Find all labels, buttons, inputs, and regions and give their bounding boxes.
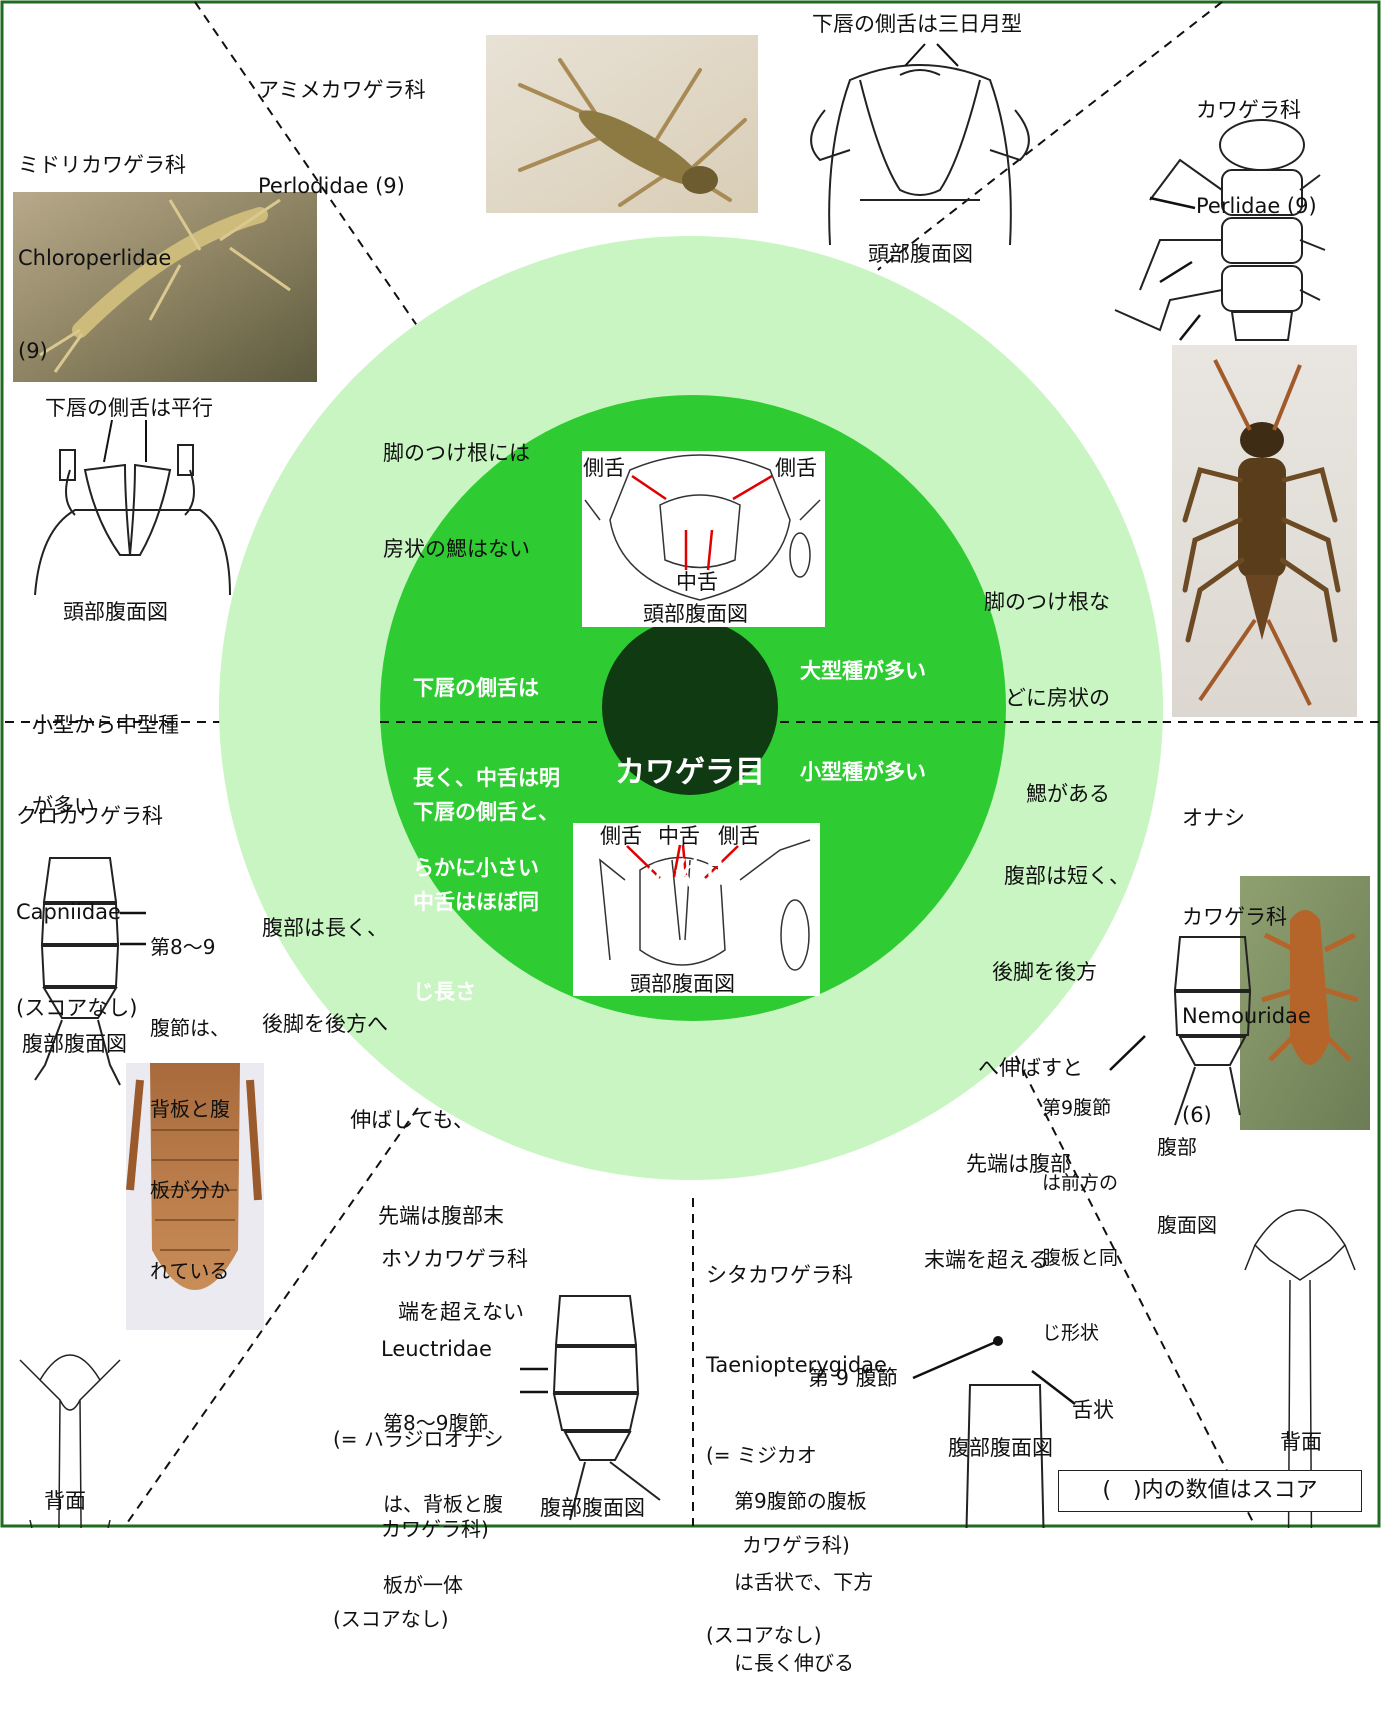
- leuctridae-arrows: [520, 1367, 548, 1394]
- taeniopterygidae-pointers: [912, 1339, 1076, 1405]
- perlodidae-label: アミメカワゲラ科 Perlodidae (9): [258, 78, 426, 198]
- center-title-line1: カワゲラ目: [615, 755, 765, 790]
- perlidae-drawing: [1114, 119, 1326, 341]
- perlidae-arrows: [1149, 196, 1201, 341]
- capniidae-back-drawing: [19, 1354, 121, 1528]
- fig-bottom-lateral-left: 側舌: [600, 824, 642, 848]
- perlodidae-fig-label: 下唇の側舌は三日月型: [812, 12, 1022, 36]
- perlodidae-fig-caption: 頭部腹面図: [868, 242, 973, 266]
- capniidae-back-caption: 背面: [44, 1489, 86, 1513]
- fig-top-median: 中舌: [676, 570, 718, 594]
- ring-top-left-text: 脚のつけ根には 房状の鰓はない: [383, 441, 530, 561]
- ring-bottom-left-text: 腹部は長く、 後脚を後方へ 伸ばしても、 先端は腹部末 端を超えない: [262, 916, 524, 1324]
- nemouridae-note: 第9腹節 は前方の 腹板と同 じ形状: [1042, 1097, 1119, 1344]
- inner-top-right-text: 大型種が多い: [800, 659, 926, 683]
- center-title-line2: の幼虫: [645, 857, 735, 892]
- inner-top-head-figure: [582, 451, 825, 627]
- ring-bottom-right-text: 腹部は短く、 後脚を後方 へ伸ばすと 先端は腹部 末端を超える: [924, 864, 1130, 1272]
- inner-top-left-text: 下唇の側舌は 長く、中舌は明 らかに小さい: [413, 676, 560, 880]
- stonefly-key-diagram: カワゲラ目 の幼虫 下唇の側舌は 長く、中舌は明 らかに小さい 下唇の側舌と、 …: [0, 0, 1381, 1675]
- fig-top-lateral-left: 側舌: [583, 456, 625, 480]
- perlodidae-photo: [486, 35, 758, 213]
- perlidae-label: カワゲラ科 Perlidae (9): [1196, 98, 1317, 218]
- fig-bottom-caption: 頭部腹面図: [630, 972, 735, 996]
- leuctridae-note: 第8～9腹節 は、背板と腹 板が一体: [383, 1411, 503, 1597]
- fig-top-caption: 頭部腹面図: [643, 602, 748, 626]
- taeniopterygidae-seg-label: 第 9 腹節: [808, 1366, 898, 1390]
- nemouridae-back-drawing: [1244, 1209, 1356, 1528]
- nemouridae-label: オナシ カワゲラ科 Nemouridae (6): [1182, 806, 1311, 1127]
- nemouridae-arrow: [1109, 1035, 1146, 1071]
- inner-bottom-right-text: 小型種が多い: [800, 760, 926, 784]
- capniidae-photo: [126, 1063, 264, 1330]
- inner-bottom-left-text: 下唇の側舌と、 中舌はほぼ同 じ長さ: [413, 800, 560, 1004]
- score-legend-box: ( )内の数値はスコア: [1058, 1470, 1362, 1512]
- taeniopterygidae-abdomen-drawing: [965, 1384, 1045, 1528]
- ring-top-right-text: 脚のつけ根な どに房状の 鰓がある: [984, 590, 1110, 806]
- nemouridae-photo: [1240, 876, 1370, 1130]
- leuctridae-abdomen-drawing: [552, 1295, 661, 1521]
- capniidae-arrows: [120, 911, 146, 946]
- fig-bottom-median: 中舌: [658, 824, 700, 848]
- taeniopterygidae-fig-caption: 腹部腹面図: [948, 1436, 1053, 1460]
- perlidae-photo: [1172, 345, 1357, 717]
- taeniopterygidae-tongue-label: 舌状: [1072, 1398, 1114, 1422]
- chloroperlidae-fig-label: 下唇の側舌は平行: [45, 396, 213, 420]
- fig-bottom-lateral-right: 側舌: [718, 824, 760, 848]
- ninth-segment-dot: [993, 1336, 1003, 1346]
- nemouridae-abdomen-drawing: [1173, 936, 1252, 1126]
- nemouridae-fig-caption: 腹部 腹面図: [1157, 1135, 1217, 1237]
- fig-top-lateral-right: 側舌: [775, 456, 817, 480]
- center-disc: [602, 619, 778, 795]
- chloroperlidae-fig-arrows: [103, 419, 147, 463]
- perlodidae-head-drawing: [810, 64, 1030, 246]
- perlodidae-fig-arrows: [904, 43, 959, 67]
- capniidae-label: クロカワゲラ科 Capniidae (スコアなし): [16, 804, 163, 1020]
- leuctridae-fig-caption: 腹部腹面図: [540, 1496, 645, 1520]
- chloroperlidae-label: ミドリカワゲラ科 Chloroperlidae (9): [18, 153, 186, 363]
- inner-bottom-head-figure: [573, 823, 820, 996]
- nemouridae-back-caption: 背面: [1280, 1430, 1322, 1454]
- center-title: カワゲラ目 の幼虫: [600, 688, 780, 960]
- capniidae-abdomen-drawing: [34, 857, 121, 1086]
- chloroperlidae-note: 小型から中型種 が多い: [32, 713, 179, 818]
- outer-frame: [0, 0, 1381, 1528]
- divider-lines: [5, 1, 1379, 1527]
- chloroperlidae-head-drawing: [34, 444, 231, 596]
- taeniopterygidae-note: 第9腹節の腹板 は舌状で、下方 に長く伸びる: [734, 1489, 874, 1675]
- chloroperlidae-photo: [13, 192, 317, 382]
- diagram-canvas: [0, 0, 1381, 1528]
- chloroperlidae-fig-caption: 頭部腹面図: [63, 600, 168, 624]
- capniidae-fig-caption: 腹部腹面図: [22, 1032, 127, 1056]
- capniidae-note: 第8～9 腹節は、 背板と腹 板が分か れている: [150, 935, 230, 1283]
